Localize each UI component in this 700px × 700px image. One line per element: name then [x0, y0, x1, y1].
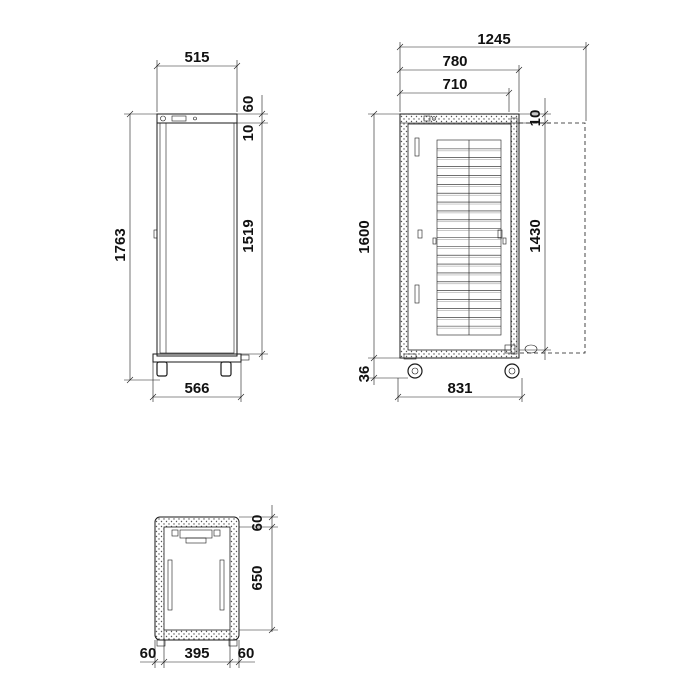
side-bumper	[240, 354, 250, 361]
display-icon	[171, 115, 187, 122]
dim-side-height-total: 1763	[112, 228, 129, 261]
dim-front-width-total: 1245	[477, 31, 510, 48]
dim-ticks	[396, 89, 513, 97]
dim-front-height-inner: 1430	[527, 219, 544, 252]
side-wheel-left	[156, 361, 168, 377]
indicator-icon	[193, 116, 197, 121]
side-cabinet-body	[156, 113, 238, 357]
dim-ticks	[541, 110, 549, 354]
dim-ticks	[396, 43, 590, 51]
plan-view: 60 650 60 395 60	[140, 505, 278, 668]
plan-bracket-left	[171, 529, 179, 537]
plan-rail-left	[167, 559, 173, 611]
plan-foot-right	[228, 639, 238, 647]
dim-side-top-b: 10	[240, 125, 257, 142]
plan-rail-right	[219, 559, 225, 611]
side-handle	[153, 229, 158, 239]
dim-front-bottom-gap: 36	[356, 366, 373, 383]
front-wheel-left	[407, 363, 423, 379]
dim-ticks	[268, 513, 276, 634]
dim-ticks	[151, 658, 243, 666]
front-wheel-left-hub	[411, 367, 419, 375]
rail-right-mid	[497, 229, 503, 239]
plan-foot-left	[156, 639, 166, 647]
dim-front-width-base: 831	[447, 380, 472, 397]
plan-control-box-lower	[185, 537, 207, 544]
front-knob-icon	[431, 116, 437, 121]
dim-plan-inner-width: 395	[184, 645, 209, 662]
dim-ticks	[394, 393, 526, 401]
side-base	[152, 353, 242, 363]
control-knob-icon	[160, 115, 166, 122]
dim-ticks	[396, 66, 523, 74]
tray-rack	[432, 139, 507, 336]
front-display-icon	[423, 115, 431, 122]
rail-left-mid	[417, 229, 423, 239]
dim-side-height-inner: 1519	[240, 219, 257, 252]
dim-front-width-mid: 780	[442, 53, 467, 70]
rail-left-top	[414, 137, 420, 157]
dim-front-height-total: 1600	[356, 220, 373, 253]
front-wheel-right	[504, 363, 520, 379]
dim-ticks	[126, 110, 134, 384]
rack-pin	[432, 237, 437, 245]
dim-ticks	[149, 393, 245, 401]
dim-side-width-top: 515	[184, 49, 209, 66]
side-wheel-right	[220, 361, 232, 377]
dim-front-width-inner: 710	[442, 76, 467, 93]
plan-inner-cavity	[163, 526, 231, 631]
dim-ticks	[258, 110, 266, 358]
side-view: 515 1763 60 10 1519 566	[112, 49, 268, 402]
dim-side-top-a: 60	[240, 96, 257, 113]
front-door-hinge	[510, 117, 518, 355]
dim-plan-right-wall: 60	[238, 645, 255, 662]
front-control-strip	[399, 113, 520, 124]
dim-front-top-gap: 10	[527, 110, 544, 127]
front-latch	[504, 344, 516, 354]
door-swing-outline	[518, 122, 586, 354]
front-bumper-left	[403, 353, 417, 360]
side-control-panel	[156, 113, 238, 124]
rack-pin	[502, 237, 507, 245]
rail-left-bottom	[414, 284, 420, 304]
front-inner-cavity	[407, 123, 512, 351]
dim-side-width-bottom: 566	[184, 380, 209, 397]
dim-plan-left-wall: 60	[140, 645, 157, 662]
front-wheel-right-hub	[508, 367, 516, 375]
plan-outer-frame	[154, 516, 240, 641]
dim-ticks	[370, 374, 378, 382]
dim-ticks	[153, 62, 241, 70]
dim-plan-top-wall: 60	[249, 515, 266, 532]
side-door-panel	[159, 122, 235, 354]
dim-plan-depth: 650	[249, 565, 266, 590]
front-handle-knob	[524, 344, 538, 354]
plan-bracket-right	[213, 529, 221, 537]
front-view: 1245 780 710 1600 36 10 1430	[356, 31, 590, 402]
